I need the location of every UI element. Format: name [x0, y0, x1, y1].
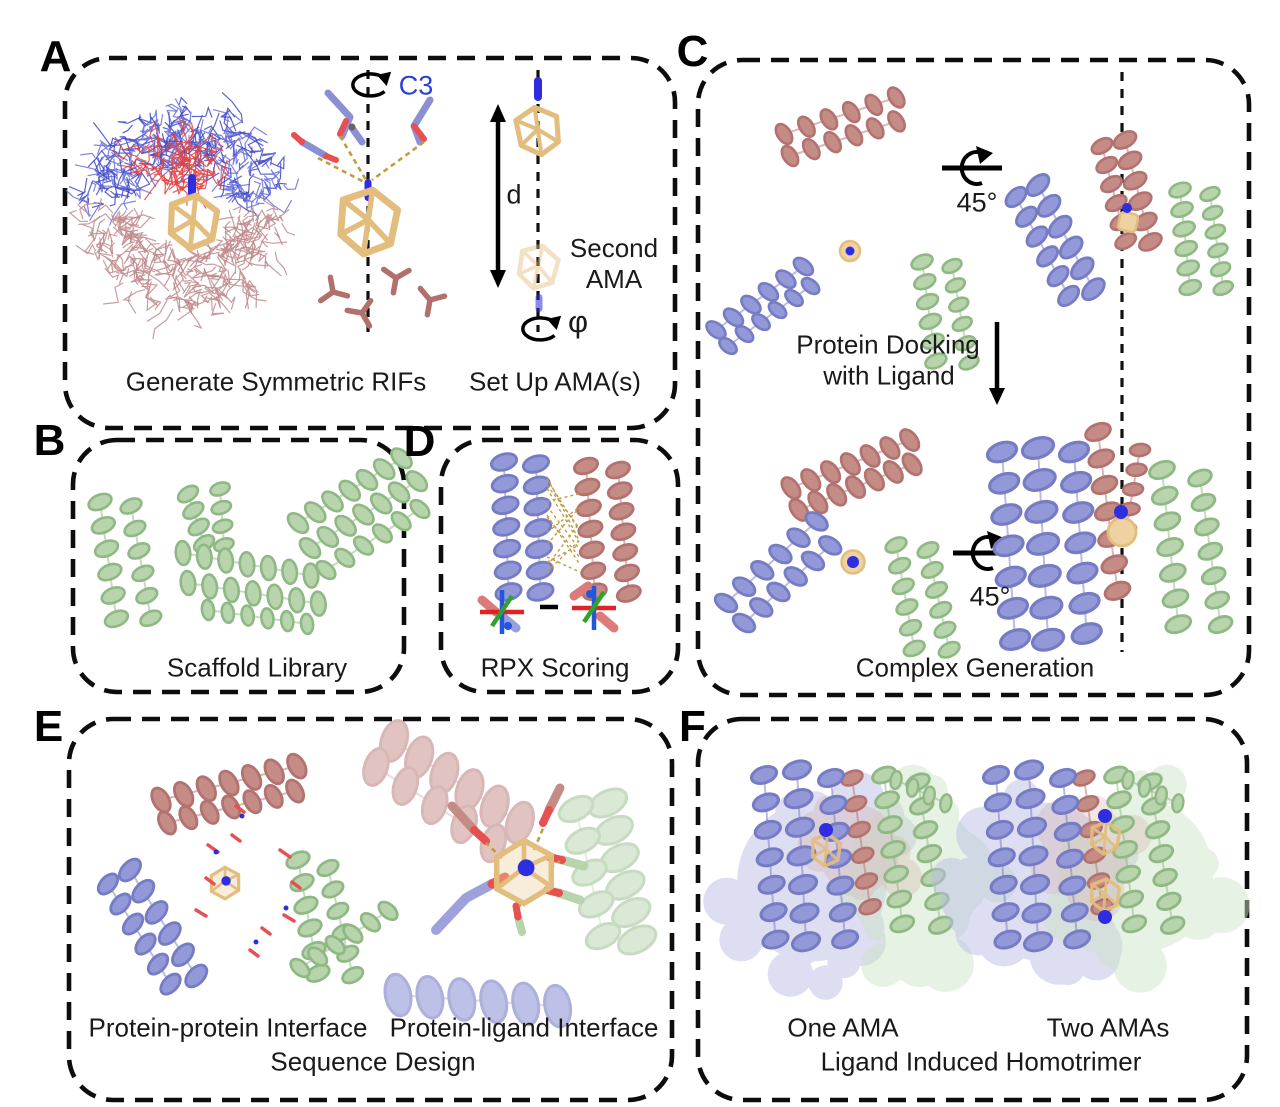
panel-f-label: F: [679, 702, 706, 751]
panel-c-artwork: [695, 57, 1252, 698]
panel-e-artwork: [66, 716, 675, 1103]
panel-a-artwork: [62, 55, 678, 431]
caption-set-up-amas: Set Up AMA(s): [469, 366, 641, 397]
caption-rpx-scoring: RPX Scoring: [480, 652, 630, 683]
annotation-c3-symmetry: C3: [398, 70, 434, 101]
panel-b-label: B: [33, 416, 66, 465]
caption-scaffold-library: Scaffold Library: [166, 652, 348, 683]
caption-ligand-induced-homotrimer: Ligand Induced Homotrimer: [820, 1046, 1142, 1077]
panel-b-artwork: [70, 437, 431, 695]
step-protein-docking-line2: with Ligand: [823, 360, 955, 391]
caption-protein-ligand-interface: Protein-ligand Interface: [389, 1012, 659, 1043]
panel-c-label: C: [676, 27, 709, 76]
annotation-rotation-45-bottom: 45°: [969, 581, 1011, 612]
panel-a-label: A: [39, 32, 72, 81]
caption-protein-protein-interface: Protein-protein Interface: [88, 1012, 368, 1043]
caption-one-ama: One AMA: [787, 1012, 899, 1043]
panel-d-label: D: [403, 417, 436, 466]
panel-d-artwork: [438, 437, 681, 695]
caption-sequence-design: Sequence Design: [270, 1046, 476, 1077]
annotation-twist-phi: φ: [567, 304, 589, 339]
step-protein-docking-line1: Protein Docking: [796, 329, 980, 360]
panel-f-artwork: [695, 716, 1250, 1103]
caption-complex-generation: Complex Generation: [855, 652, 1095, 683]
annotation-distance-d: d: [506, 179, 522, 210]
panel-e-label: E: [33, 702, 63, 751]
caption-generate-symmetric-rifs: Generate Symmetric RIFs: [125, 366, 427, 397]
annotation-rotation-45-top: 45°: [956, 187, 998, 218]
caption-two-amas: Two AMAs: [1046, 1012, 1170, 1043]
annotation-second-ama: Second AMA: [569, 233, 659, 294]
